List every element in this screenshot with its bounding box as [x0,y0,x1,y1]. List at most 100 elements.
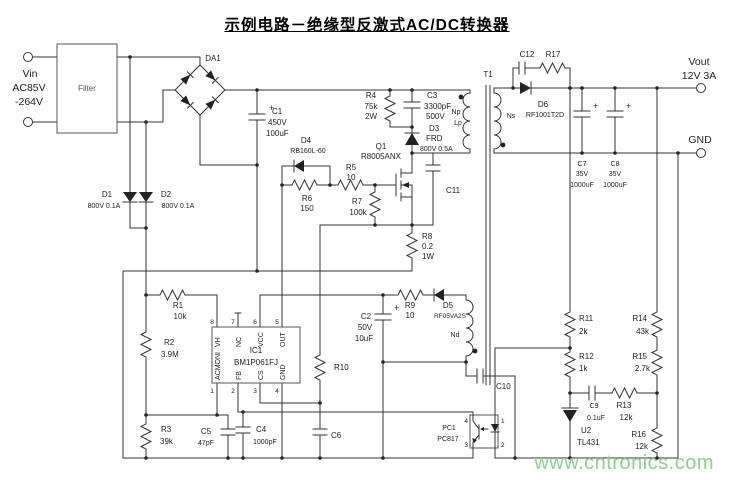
resistor-r6: R6 150 [281,178,331,213]
ns-polarity-dot [500,142,506,148]
da1-ref: DA1 [205,54,221,63]
ic1-pin-out: OUT [280,332,287,348]
resistor-r14: R14 43k [632,87,664,351]
d3-value: 800V 0.5A [420,146,453,153]
capacitor-c1: + C1 450V 100uF [248,89,289,138]
c3-value: 3300pF [424,102,451,111]
capacitor-c6: C6 [312,402,342,459]
resistor-r11: R11 2k [563,87,594,349]
resistor-r16: R16 12k [631,392,664,459]
pc1-pin3-num: 3 [464,442,468,449]
r2-ref: R2 [164,338,175,347]
d3-type: FRD [426,134,443,143]
c4-value: 1000pF [253,439,277,446]
d4-ref: D4 [301,136,312,145]
capacitor-c5: C5 47pF [198,414,236,459]
transformer-t1: T1 Np Lp Ns Nd [411,70,697,385]
c8-plus-mark: + [626,101,631,111]
vin-label: Vin [23,68,38,80]
resistor-r9: R9 10 [382,288,435,320]
capacitor-c8: + C8 35V 1000uF [603,87,631,189]
capacitor-c10: C10 [465,361,516,459]
primary-winding [411,92,471,154]
ic1-pin-vh: VH [215,337,222,347]
d1-value: 800V 0.1A [88,203,121,210]
resistor-r10: R10 [313,224,349,404]
d1-ref: D1 [102,190,113,199]
mosfet-q1: Q1 R8005ANX [361,142,413,226]
c3-ref: C3 [427,91,438,100]
r16-ref: R16 [631,430,646,439]
ic1-pin-fb: FB [236,371,243,380]
c3-voltage: 500V [426,112,445,121]
c2-ref: C2 [361,312,372,321]
ic1-pin-nc: NC [236,337,243,347]
r12-ref: R12 [579,352,594,361]
aux-winding [443,294,474,363]
r5-ref: R5 [346,163,357,172]
c10-ref: C10 [496,382,511,391]
r11-ref: R11 [579,314,594,323]
page-title: 示例电路－绝缘型反激式AC/DC转换器 [224,17,510,34]
r14-value: 43k [636,327,650,336]
q1-ref: Q1 [376,142,387,151]
diode-d4: D4 RB160L-60 [281,136,331,186]
controller-ic1: IC1 BM1P061FJ 8 7 6 5 1 2 3 4 VH NC VCC … [210,319,301,395]
r17-ref: R17 [546,50,561,59]
c1-ref: C1 [272,107,283,116]
c6-ref: C6 [331,431,342,440]
pc1-part: PC817 [437,436,459,443]
resistor-r8: R8 0.2 1W [405,224,434,272]
c8-voltage: 35V [609,171,622,178]
d5-part: RF05VA2S [434,313,467,320]
r9-value: 10 [406,311,415,320]
pc1-emitter-arrow [472,438,477,443]
r10-ref: R10 [334,363,349,372]
c9-value: 0.1uF [587,415,605,422]
pc1-pin2-num: 2 [501,442,505,449]
ic1-pin-cs: CS [258,370,265,380]
vin-terminal: Vin AC85V -264V [12,52,46,127]
diode-d5: D5 RF05VA2S [433,288,467,320]
resistor-r1: R1 10k [145,288,218,328]
t1-ref: T1 [483,70,493,79]
vout-rating-label: 12V 3A [682,70,716,82]
capacitor-c3: C3 3300pF 500V [403,89,451,128]
resistor-r15: R15 2.7k [632,349,664,394]
r16-value: 12k [635,442,649,451]
bridge-diode-sw [180,95,194,109]
r12-value: 1k [579,364,588,373]
capacitor-c4: C4 1000pF [235,411,277,459]
resistor-r5: R5 10 [329,163,376,192]
filter-label: Filter [78,84,96,93]
diode-d2: D2 800V 0.1A [138,121,195,296]
bridge-rectifier-da1: DA1 [174,54,226,116]
r5-value: 10 [347,173,356,182]
capacitor-c7: + C7 35V 1000uF [570,87,598,189]
ic1-pin8-num: 8 [210,319,214,326]
c9-ref: C9 [590,403,599,410]
resistor-r17: R17 [524,50,571,89]
c12-ref: C12 [520,50,535,59]
junction-dots [128,55,680,460]
r15-value: 2.7k [635,364,651,373]
ic1-pin5-num: 5 [275,319,279,326]
ic1-ref: IC1 [250,346,263,355]
r8-ref: R8 [422,232,433,241]
diode-d1: D1 800V 0.1A [88,56,147,229]
c4-ref: C4 [256,425,267,434]
gnd-terminal: GND [688,134,712,158]
bridge-diode-ne [205,70,219,84]
vin-voltage-label2: -264V [15,96,43,108]
d2-ref: D2 [161,190,172,199]
r7-ref: R7 [352,197,363,206]
r13-ref: R13 [617,401,632,410]
vin-voltage-label: AC85V [12,82,45,94]
bridge-diode-nw [180,71,194,85]
pc1-led [491,424,499,432]
u2-part: TL431 [577,438,600,447]
r6-ref: R6 [302,194,313,203]
resistor-r4: R4 75k 2W [365,89,413,128]
nd-label: Nd [451,332,460,339]
